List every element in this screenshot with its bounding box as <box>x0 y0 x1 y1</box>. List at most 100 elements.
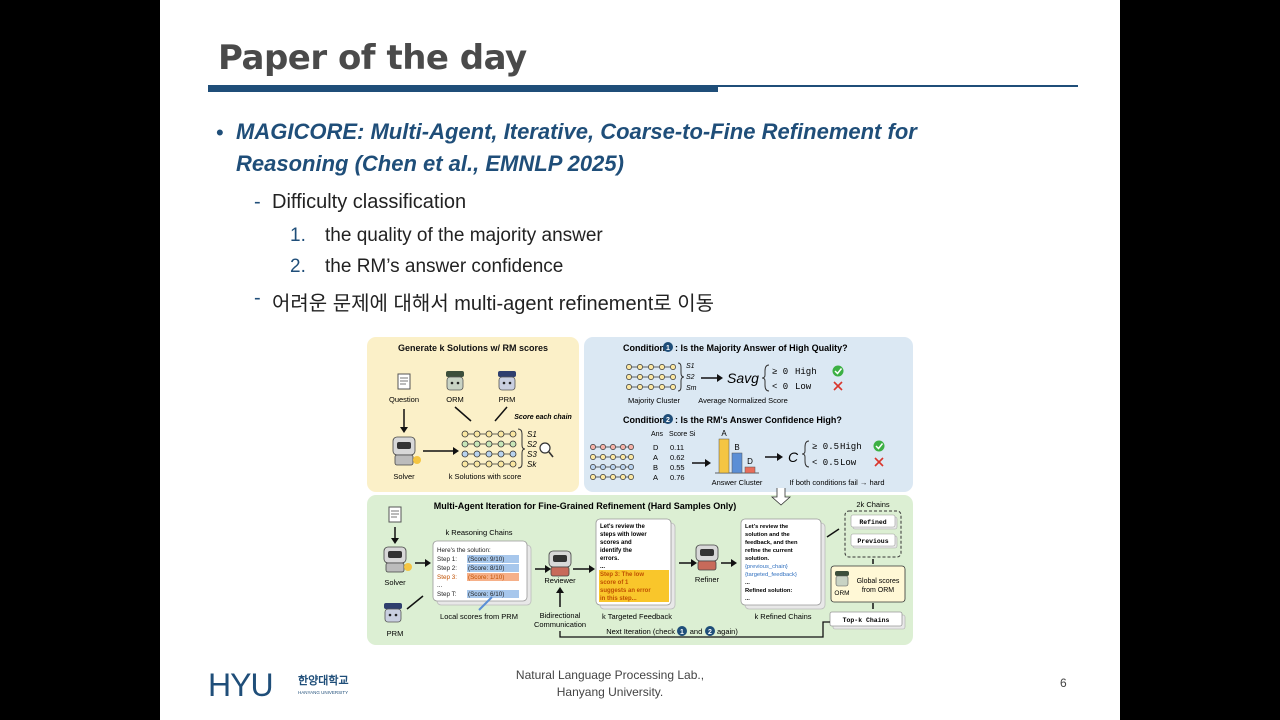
solution-score: (Score: 8/10) <box>468 565 504 572</box>
lt0-label: < 0 <box>772 382 788 392</box>
dash-icon: - <box>254 191 261 213</box>
feedback-line: Step 3: The low <box>600 572 644 578</box>
next-iteration-label: Next Iteration (check <box>606 627 675 636</box>
topk-label: Top-k Chains <box>843 617 890 624</box>
both-fail-label: If both conditions fail → hard <box>789 478 884 487</box>
condition2-title: Condition <box>623 415 665 425</box>
brace-icon <box>801 440 810 468</box>
local-scores-label: Local scores from PRM <box>440 612 518 621</box>
row-score: 0.55 <box>670 463 685 472</box>
magicore-figure: Generate k Solutions w/ RM scores Questi… <box>367 337 913 645</box>
feedback-line: suggests an error <box>600 588 651 594</box>
refiner-robot-icon <box>695 544 719 571</box>
question-label: Question <box>389 395 419 404</box>
row-score: 0.62 <box>670 453 685 462</box>
and-label: and <box>690 627 703 636</box>
refined-line: solution. <box>745 556 770 562</box>
majority-cluster-label: Majority Cluster <box>628 396 681 405</box>
loop-arrow <box>559 621 830 638</box>
ans-header: Ans <box>651 431 664 438</box>
feedback-line: identify the <box>600 548 633 554</box>
bar-a-label: A <box>721 429 727 438</box>
paper-title: MAGICORE: Multi-Agent, Iterative, Coarse… <box>236 119 917 176</box>
solution-score: (Score: 1/10) <box>468 574 504 581</box>
item-majority-answer: the quality of the majority answer <box>325 225 603 246</box>
feedback-text: Let's review the steps with lower scores… <box>599 524 669 602</box>
bidirectional-label: Bidirectional <box>540 611 581 620</box>
cross-icon <box>833 381 843 391</box>
condition-panel <box>584 337 913 492</box>
iteration-title: Multi-Agent Iteration for Fine-Grained R… <box>434 501 737 511</box>
prm-robot-icon <box>384 603 402 623</box>
global-scores-label: Global scores <box>857 578 900 585</box>
row-score: 0.76 <box>670 473 685 482</box>
score-header: Score Si <box>669 431 696 438</box>
arrow-head-icon <box>691 559 697 567</box>
sub-bullet-difficulty: Difficulty classification <box>272 191 467 213</box>
condition1-question: : Is the Majority Answer of High Quality… <box>675 343 848 353</box>
global-scores-box <box>830 565 906 603</box>
bar-d <box>744 466 756 474</box>
page-number: 6 <box>1060 676 1067 690</box>
refined-card <box>740 518 822 606</box>
footer-lab: Natural Language Processing Lab., Hanyan… <box>490 667 730 701</box>
prm-robot-icon <box>498 371 516 391</box>
arrow-head-icon <box>589 565 595 573</box>
hollow-arrow-icon <box>770 488 792 506</box>
arrow-head-icon <box>556 587 564 593</box>
refined-text: Let's review the solution and the feedba… <box>745 524 798 602</box>
ge0-label: ≥ 0 <box>772 367 788 377</box>
lt05-label: < 0.5 <box>812 458 839 468</box>
footer-lab-line1: Natural Language Processing Lab., <box>515 668 705 682</box>
k-reasoning-label: k Reasoning Chains <box>445 528 512 537</box>
condition1-title: Condition <box>623 343 665 353</box>
s1-label: S1 <box>686 363 695 370</box>
refiner-label: Refiner <box>695 575 720 584</box>
condition1-number: 1 <box>666 345 670 352</box>
refined-chip <box>850 514 896 528</box>
feedback-line: errors. <box>600 556 619 562</box>
row-answer: A <box>653 453 658 462</box>
avg-norm-label: Average Normalized Score <box>698 396 788 405</box>
solution-text: Here's the solution: Step 1: (Score: 9/1… <box>437 547 519 598</box>
s2-label: S2 <box>686 374 695 381</box>
checkmark-icon <box>834 368 843 375</box>
row-answer: B <box>653 463 658 472</box>
solution-line: Here's the solution: <box>437 547 491 554</box>
prm-label: PRM <box>387 629 404 638</box>
orm-robot-icon <box>835 571 849 587</box>
brace-icon <box>677 362 685 392</box>
feedback-line: ... <box>600 564 605 570</box>
refined-line: feedback, and then <box>745 540 798 546</box>
refined-chip-label: Refined <box>859 519 886 526</box>
row-score: 0.11 <box>670 443 684 452</box>
arrow-icon <box>454 406 472 422</box>
bar-b-label: B <box>734 443 739 452</box>
hyu-logo-en: HANYANG UNIVERSITY <box>298 690 348 695</box>
reviewer-robot-icon <box>548 550 572 577</box>
orm-robot-icon <box>446 371 464 391</box>
checkmark-icon <box>875 443 884 450</box>
solver-label: Solver <box>384 578 406 587</box>
footer-lab-line2: Hanyang University. <box>556 685 664 699</box>
high-label: High <box>840 442 862 452</box>
solution-line: Step 2: <box>437 565 457 572</box>
orm-label: ORM <box>834 590 849 597</box>
bar-b <box>731 452 743 474</box>
c-label: C <box>788 449 799 465</box>
s2-label: S2 <box>527 440 537 449</box>
arrow-head-icon <box>777 453 783 461</box>
ge05-label: ≥ 0.5 <box>812 442 839 452</box>
arrow-icon <box>406 595 424 610</box>
row-answer: A <box>653 473 658 482</box>
check-icon <box>832 365 844 377</box>
condition2-badge <box>705 626 715 636</box>
two-k-label: 2k Chains <box>856 500 890 509</box>
two-k-box <box>844 510 902 558</box>
condition2-number: 2 <box>666 417 670 424</box>
solver-robot-icon <box>392 436 421 466</box>
refined-line: Refined solution: <box>745 588 792 594</box>
condition1-badge <box>677 626 687 636</box>
refined-line: Let's review the <box>745 524 789 530</box>
refined-line: solution and the <box>745 532 791 538</box>
